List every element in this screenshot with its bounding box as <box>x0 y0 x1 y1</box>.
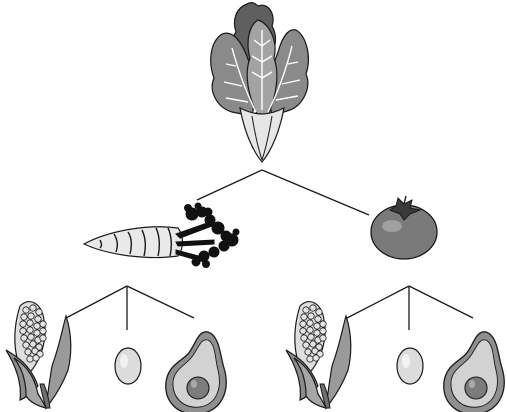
connector-tomato-corn <box>347 286 409 318</box>
connector-carrot-avocado <box>127 286 194 318</box>
corn-icon-right <box>286 302 351 408</box>
avocado-icon-right <box>444 332 504 412</box>
tomato-icon <box>371 196 437 259</box>
connector-carrot-corn <box>66 286 127 318</box>
egg-icon-left <box>115 348 141 384</box>
avocado-icon-left <box>166 332 226 412</box>
chard-icon <box>211 3 309 162</box>
egg-icon-right <box>397 348 423 384</box>
connector-tomato-avocado <box>409 286 473 318</box>
carrot-icon <box>84 203 239 268</box>
connector-root-left <box>197 170 262 200</box>
corn-icon-left <box>6 302 71 408</box>
connector-root-right <box>262 170 369 215</box>
